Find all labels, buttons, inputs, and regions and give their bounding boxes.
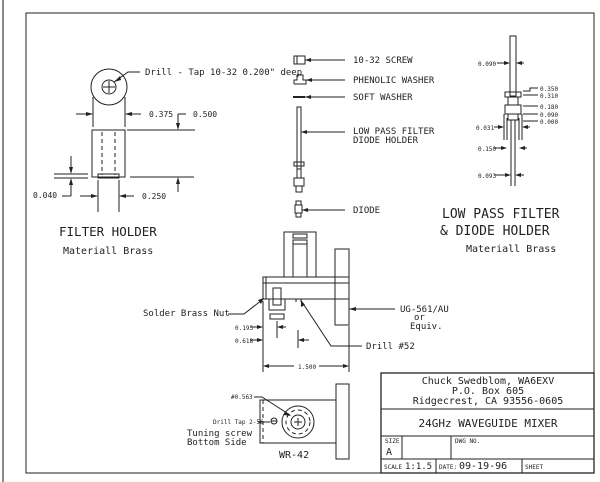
title-address2: Ridgecrest, CA 93556-0605: [413, 396, 564, 407]
lpf-shaft: [296, 106, 302, 170]
label-drill-tap: Drill Tap 2-56: [213, 419, 264, 426]
label-waveguide: WR-42: [279, 450, 309, 461]
dim-lip: 0.040: [33, 191, 57, 200]
lpf-holder-material: Materiall Brass: [466, 244, 556, 255]
dim-000: 0.000: [540, 119, 558, 126]
dim-height: 0.500: [193, 110, 217, 119]
lpf-holder-title-line1: LOW PASS FILTER: [442, 207, 560, 222]
label-lpf-line1: LOW PASS FILTER: [353, 127, 435, 137]
scale-value: 1:1.5: [405, 462, 432, 472]
label-screw: 10-32 SCREW: [353, 56, 413, 66]
sheet-label: SHEET: [525, 464, 543, 471]
dim-hole: #0.563: [231, 394, 253, 401]
dim-618: 0.618: [235, 338, 253, 345]
label-lpf-line2: DIODE HOLDER: [353, 136, 419, 146]
label-flange-line2: or: [414, 313, 425, 323]
diode-shape: [295, 200, 302, 206]
phenolic-washer-shape: [293, 74, 307, 85]
tuning-screw: [272, 287, 282, 306]
tapped-hole: [101, 79, 117, 95]
dwg-no-label: DWG NO.: [455, 438, 480, 445]
dim-193: 0.193: [235, 325, 253, 332]
date-label: DATE:: [439, 464, 457, 471]
drill-tap-note: Drill - Tap 10-32 0.200" deep: [145, 68, 302, 78]
dim-350: 0.350: [540, 86, 558, 93]
dim-090: 0.090: [540, 112, 558, 119]
dim-width: 0.375: [149, 110, 173, 119]
dim-180: 0.180: [540, 104, 558, 111]
filter-holder-view: Drill - Tap 10-32 0.200" deep 0.375 0.50…: [33, 68, 302, 257]
label-flange-line3: Equiv.: [410, 322, 443, 332]
label-drill-52: Drill #52: [366, 342, 415, 352]
bottom-view: #0.563 Drill Tap 2-56 Tuning screw Botto…: [187, 383, 350, 461]
date-value: 09-19-96: [459, 461, 507, 472]
label-solder-nut: Solder Brass Nut: [143, 309, 230, 319]
title-author: Chuck Swedblom, WA6EXV: [422, 376, 554, 387]
dim-bore: 0.250: [142, 192, 166, 201]
drawing-title: 24GHz WAVEGUIDE MIXER: [418, 417, 557, 430]
scale-label: SCALE: [384, 464, 402, 471]
flange-hole-outer: [281, 405, 315, 439]
page-edge: [2, 0, 4, 482]
dim-310: 0.310: [540, 93, 558, 100]
drawing-border: [25, 12, 595, 474]
label-phenolic-washer: PHENOLIC WASHER: [353, 76, 435, 86]
lpf-detail-shaft: [509, 35, 517, 97]
mixer-assembly: Solder Brass Nut UG-561/AU or Equiv. Dri…: [143, 231, 449, 372]
dim-031: 0.031: [476, 125, 494, 132]
lpf-holder-detail: 0.090 0.350 0.310 0.180 0.090 0.000 0.03…: [440, 35, 560, 255]
dim-150: 0.150: [478, 146, 496, 153]
size-value: A: [386, 447, 392, 458]
dim-093: 0.093: [478, 173, 496, 180]
label-soft-washer: SOFT WASHER: [353, 93, 413, 103]
parts-stack: 10-32 SCREW PHENOLIC WASHER SOFT WASHER …: [293, 55, 435, 218]
label-tuning-line2: Bottom Side: [187, 438, 247, 448]
filter-holder-title: FILTER HOLDER: [59, 224, 157, 239]
title-address1: P.O. Box 605: [452, 386, 524, 397]
filter-holder-top-circle: [90, 68, 128, 106]
dim-shaft: 0.090: [478, 61, 496, 68]
lpf-holder-title-line2: & DIODE HOLDER: [440, 224, 550, 239]
label-tuning-line1: Tuning screw: [187, 429, 253, 439]
filter-holder-body: [91, 129, 126, 178]
label-flange-line1: UG-561/AU: [400, 305, 449, 315]
bottom-view-flange: [335, 383, 350, 460]
title-block: Chuck Swedblom, WA6EXV P.O. Box 605 Ridg…: [380, 372, 595, 474]
flange: [334, 248, 350, 326]
soft-washer-shape: [293, 96, 305, 98]
filter-holder-material: Materiall Brass: [63, 246, 153, 257]
dim-1500: 1.500: [298, 364, 316, 371]
label-diode: DIODE: [353, 206, 380, 216]
assembly-upper-block: [283, 231, 317, 278]
size-label: SIZE: [385, 438, 400, 445]
screw-shape: [293, 55, 306, 65]
